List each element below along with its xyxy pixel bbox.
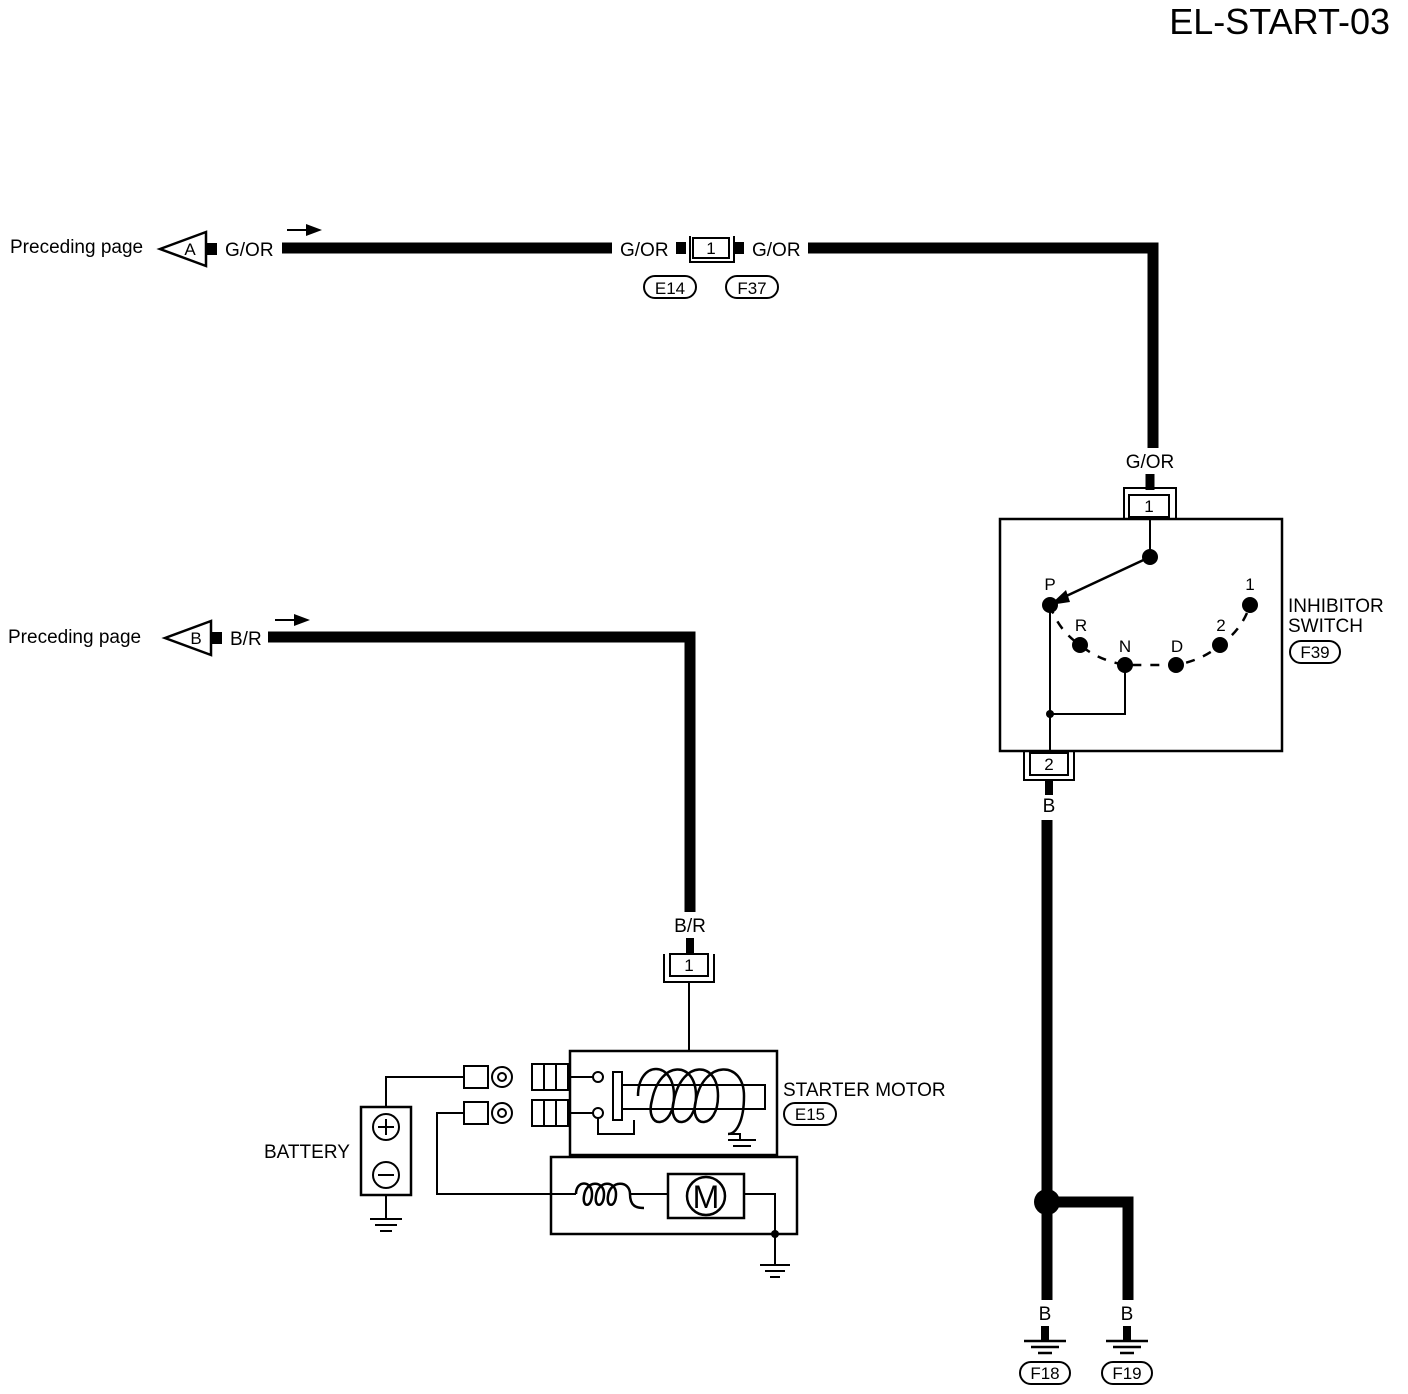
motor-feed-cable — [436, 1112, 551, 1195]
solenoid-plunger — [621, 1084, 766, 1110]
harness-connector-e14-f37: G/OR 1 G/OR E14 F37 — [620, 236, 801, 299]
ground-f18: B F18 — [1019, 1304, 1071, 1385]
harness-left-wire-color: G/OR — [620, 240, 669, 261]
switch-contact-arm — [1061, 555, 1151, 600]
off-page-a-text: Preceding page — [10, 237, 143, 258]
wire-g-or-segment-2 — [808, 242, 1159, 448]
position-label-r: R — [1075, 616, 1087, 635]
inhibitor-switch-name-1: INHIBITOR — [1288, 596, 1384, 617]
connector-id-f39: F39 — [1300, 643, 1329, 662]
position-label-n: N — [1119, 637, 1131, 656]
connector-id-f18: F18 — [1030, 1364, 1059, 1383]
off-page-a-letter: A — [184, 240, 196, 259]
wire-b-branch — [1047, 1196, 1134, 1300]
off-page-a-triangle-icon — [156, 230, 208, 268]
battery-positive-cable — [385, 1076, 464, 1107]
inhibitor-input-wire-color: G/OR — [1126, 452, 1175, 473]
ground-f18-wire-color: B — [1039, 1304, 1052, 1325]
battery: BATTERY — [264, 1105, 413, 1197]
off-page-b-triangle-icon — [161, 619, 213, 657]
switch-position-arc — [1048, 604, 1252, 667]
switch-position-1 — [1242, 597, 1258, 613]
ground-f19-wire-color: B — [1121, 1304, 1134, 1325]
starter-pin: 1 — [684, 956, 693, 975]
off-page-connector-a: Preceding page A G/OR — [10, 224, 322, 268]
solenoid-coil-icon — [636, 1067, 746, 1136]
wire-color-b: B/R — [230, 629, 262, 650]
starter-motor: M STARTER MOTOR E15 — [463, 1049, 946, 1236]
off-page-b-text: Preceding page — [8, 627, 141, 648]
inhibitor-input-pin: 1 — [1144, 497, 1153, 516]
inhibitor-output-pin: 2 — [1044, 755, 1053, 774]
arrow-head-icon — [306, 224, 322, 236]
motor-symbol: M — [693, 1179, 720, 1215]
starter-motor-name: STARTER MOTOR — [783, 1080, 946, 1101]
off-page-b-letter: B — [190, 629, 201, 648]
page-code: EL-START-03 — [1169, 1, 1390, 42]
connector-id-f37: F37 — [737, 279, 766, 298]
off-page-b-terminal — [212, 632, 222, 644]
battery-name: BATTERY — [264, 1142, 350, 1163]
position-label-d: D — [1171, 637, 1183, 656]
inhibitor-switch-name-2: SWITCH — [1288, 616, 1363, 637]
wire-b-r — [268, 631, 696, 912]
connector-id-e15: E15 — [795, 1105, 825, 1124]
connector-id-e14: E14 — [655, 279, 685, 298]
harness-pin: 1 — [706, 239, 715, 258]
off-page-connector-b: Preceding page B B/R — [8, 614, 310, 657]
position-label-2: 2 — [1216, 616, 1225, 635]
motor-icon — [685, 1175, 727, 1217]
ground-f19: B F19 — [1101, 1304, 1153, 1385]
connector-id-f19: F19 — [1112, 1364, 1141, 1383]
wire-color-a: G/OR — [225, 240, 274, 261]
position-label-1: 1 — [1245, 575, 1254, 594]
harness-right-wire-color: G/OR — [752, 240, 801, 261]
position-label-p: P — [1044, 575, 1055, 594]
field-coil-icon — [574, 1182, 645, 1210]
inhibitor-output-wire-color: B — [1043, 796, 1056, 817]
inhibitor-switch-body — [998, 517, 1284, 753]
inhibitor-switch: 1 P R N D 2 1 2 INHIBITOR SWITCH F39 — [998, 487, 1384, 781]
off-page-a-terminal — [207, 243, 217, 255]
starter-wire-color: B/R — [674, 916, 706, 937]
